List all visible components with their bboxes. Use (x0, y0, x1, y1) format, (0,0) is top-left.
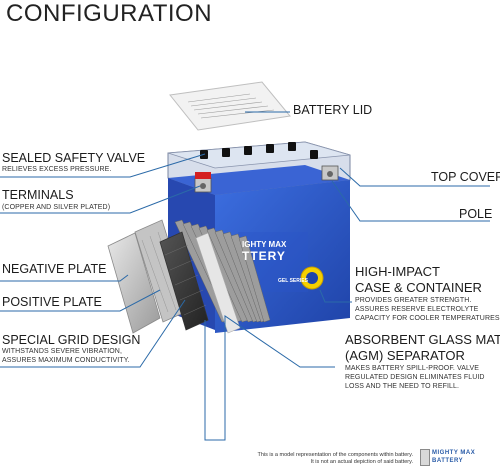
label-sealed-safety-valve-sub: RELIEVES EXCESS PRESSURE. (2, 165, 111, 174)
label-agm-2: (AGM) SEPARATOR (345, 348, 465, 364)
label-high-impact-sub-2: ASSURES RESERVE ELECTROLYTE (355, 305, 478, 314)
label-high-impact-2: CASE & CONTAINER (355, 280, 482, 296)
battery-brand-line-2: TTERY (242, 250, 286, 263)
label-agm-sub-3: LOSS AND THE NEED TO REFILL. (345, 382, 459, 391)
label-high-impact-1: HIGH-IMPACT (355, 264, 440, 280)
battery-brand-line-1: IGHTY MAX (242, 240, 286, 249)
footer-logo-line-2: BATTERY (432, 458, 463, 465)
label-pole: POLE (459, 207, 492, 221)
label-high-impact-sub-3: CAPACITY FOR COOLER TEMPERATURES. (355, 314, 500, 323)
label-terminals-sub: (COPPER AND SILVER PLATED) (2, 203, 110, 212)
label-terminals: TERMINALS (2, 188, 74, 202)
battery-series-label: GEL SERIES (278, 278, 308, 284)
footer-logo-line-1: MIGHTY MAX (432, 450, 475, 457)
label-special-grid: SPECIAL GRID DESIGN (2, 333, 140, 347)
label-sealed-safety-valve: SEALED SAFETY VALVE (2, 151, 145, 165)
label-agm-1: ABSORBENT GLASS MAT (345, 332, 500, 348)
label-positive-plate: POSITIVE PLATE (2, 295, 102, 309)
label-battery-lid: BATTERY LID (293, 103, 372, 117)
footer-note-1: This is a model representation of the co… (240, 452, 413, 459)
label-high-impact-sub-1: PROVIDES GREATER STRENGTH. (355, 296, 471, 305)
label-special-grid-sub-1: WITHSTANDS SEVERE VIBRATION, (2, 347, 122, 356)
battery-lid-sheet (170, 82, 290, 130)
leader-agm (205, 316, 335, 440)
label-special-grid-sub-2: ASSURES MAXIMUM CONDUCTIVITY. (2, 356, 130, 365)
label-negative-plate: NEGATIVE PLATE (2, 262, 106, 276)
footer-note-2: It is not an actual depiction of said ba… (240, 459, 413, 466)
label-agm-sub-1: MAKES BATTERY SPILL-PROOF. VALVE (345, 364, 479, 373)
label-top-cover: TOP COVER (431, 170, 500, 184)
battery-logo-icon (420, 449, 430, 466)
label-agm-sub-2: REGULATED DESIGN ELIMINATES FLUID (345, 373, 485, 382)
